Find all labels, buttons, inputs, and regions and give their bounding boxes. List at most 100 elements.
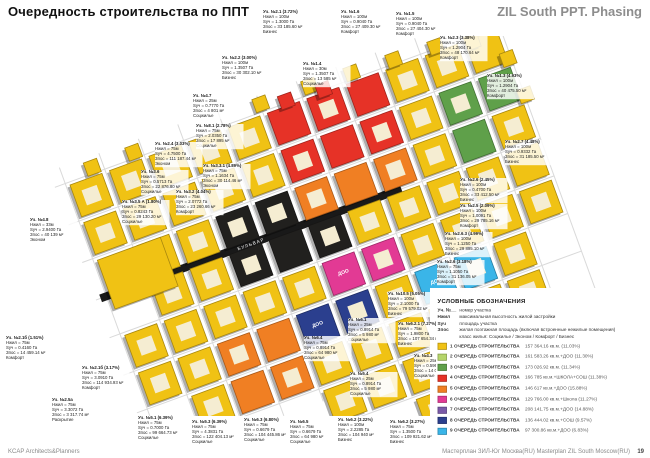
courtyard — [215, 306, 236, 327]
courtyard — [530, 191, 552, 213]
courtyard — [371, 121, 392, 143]
legend-meta-key: Нжил — [437, 315, 451, 320]
page-title: Очередность строительства по ППТ — [8, 4, 250, 19]
block-label: ДОО — [430, 277, 443, 287]
page-title-en: ZIL South PPT. Phasing — [497, 4, 642, 19]
courtyard — [294, 277, 315, 299]
legend-phase-row: 6 ОЧЕРЕДЬ СТРОИТЕЛЬСТВА 129 766.00 кв.м.+… — [437, 395, 647, 403]
phase-color-swatch — [437, 427, 447, 435]
street-line — [177, 124, 285, 416]
phase-label: 7 ОЧЕРЕДЬ СТРОИТЕЛЬСТВА — [450, 407, 520, 413]
building-block — [276, 91, 296, 111]
courtyard — [121, 170, 142, 191]
legend-meta-text: класс жилья: Соцжилье / Эконом / Комфорт… — [459, 334, 575, 340]
courtyard — [253, 165, 274, 186]
courtyard — [203, 396, 224, 416]
building-block — [384, 50, 404, 70]
building-block — [230, 369, 276, 415]
legend-phase-row: 7 ОЧЕРЕДЬ СТРОИТЕЛЬСТВА 208 141.75 кв.м.+… — [437, 406, 647, 414]
page-number: 19 — [637, 449, 644, 455]
courtyard — [241, 254, 262, 276]
phase-label: 9 ОЧЕРЕДЬ СТРОИТЕЛЬСТВА — [450, 428, 520, 434]
courtyard — [292, 150, 314, 172]
legend-meta-key: Sуч — [437, 321, 447, 327]
courtyard — [95, 222, 116, 243]
phase-color-swatch — [437, 364, 447, 372]
building-block — [82, 157, 102, 177]
phase-label: 4 ОЧЕРЕДЬ СТРОИТЕЛЬСТВА — [450, 375, 520, 381]
courtyard — [282, 367, 303, 388]
legend-meta-row: Нжил максимальная высотность жилой застро… — [438, 315, 647, 320]
legend-meta-text: площадь участка — [459, 321, 497, 327]
phase-color-swatch — [437, 353, 447, 361]
legend-meta-row: класс жилья: Соцжилье / Эконом / Комфорт… — [438, 335, 647, 340]
phase-label: 6 ОЧЕРЕДЬ СТРОИТЕЛЬСТВА — [450, 397, 520, 402]
legend-phase-row: 3 ОЧЕРЕДЬ СТРОИТЕЛЬСТВА 173 026.92 кв.м. … — [437, 364, 647, 372]
phase-label: 8 ОЧЕРЕДЬ СТРОИТЕЛЬСТВА — [450, 418, 520, 423]
phase-area-value: 97 300.86 кв.м.+ДОО (6.83%) — [525, 428, 589, 434]
phase-color-swatch — [437, 417, 447, 425]
building-block — [452, 118, 497, 164]
courtyard — [438, 182, 459, 204]
legend-phase-row: 2 ОЧЕРЕДЬ СТРОИТЕЛЬСТВА 161 583.26 кв.м.+… — [437, 353, 647, 361]
courtyard — [149, 372, 171, 394]
building-block — [345, 72, 391, 117]
phase-label: 1 ОЧЕРЕДЬ СТРОИТЕЛЬСТВА — [450, 344, 520, 349]
building-block — [333, 161, 379, 207]
courtyard — [347, 301, 368, 322]
phase-color-swatch — [437, 374, 447, 382]
phase-color-swatch — [437, 395, 447, 403]
phase-label: 2 ОЧЕРЕДЬ СТРОИТЕЛЬСТВА — [450, 354, 520, 360]
courtyard — [450, 93, 471, 114]
legend-meta-key: Зпос — [437, 328, 449, 333]
courtyard — [239, 127, 260, 148]
courtyard — [175, 320, 197, 342]
street-line — [82, 100, 527, 263]
phase-area-value: 208 141.75 кв.м.+ДОО (14.88%) — [525, 407, 594, 413]
building-block — [256, 317, 301, 363]
courtyard — [373, 249, 394, 270]
phase-label: 5 ОЧЕРЕДЬ СТРОИТЕЛЬСТВА — [450, 386, 520, 392]
legend-meta-key: Уч. №__ — [437, 308, 457, 314]
footer-right: Мастерплан ЗИЛ-Юг Москва(RU) Masterplan … — [442, 449, 630, 455]
courtyard — [201, 268, 222, 290]
phase-color-swatch — [437, 342, 447, 350]
block-label: ДОО — [337, 268, 350, 278]
phase-label: 3 ОЧЕРЕДЬ СТРОИТЕЛЬСТВА — [450, 365, 520, 370]
legend-meta-text: жилая поэтажная площадь (включая встроен… — [459, 328, 616, 333]
phase-area-value: 129 766.00 кв.м.+Школа (11.27%) — [525, 397, 598, 402]
legend-meta-text: максимальная высотность жилой застройки — [459, 315, 556, 320]
phase-area-value: 161 583.26 кв.м.+ДОО (11.30%) — [525, 354, 594, 360]
block-label: ДОО — [311, 320, 324, 330]
footer-left: KCAP Architects&Planners — [8, 449, 80, 455]
legend-meta-row: Уч. №__номер участка — [438, 308, 647, 313]
street-line — [58, 167, 166, 416]
courtyard — [227, 217, 248, 238]
legend-meta-row: Зпос жилая поэтажная площадь (включая вст… — [438, 328, 647, 333]
courtyard — [359, 211, 380, 232]
courtyard — [503, 116, 525, 137]
courtyard — [266, 202, 288, 224]
legend-meta-row: Sуч площадь участка — [438, 322, 647, 327]
courtyard — [398, 197, 420, 218]
courtyard — [505, 243, 526, 265]
phase-color-swatch — [437, 385, 447, 393]
courtyard — [424, 145, 446, 166]
building-block — [321, 251, 367, 297]
building-block — [498, 48, 518, 69]
street-line — [453, 36, 561, 316]
courtyard — [306, 188, 327, 209]
courtyard — [318, 98, 339, 120]
legend-meta-text: номер участка — [459, 308, 491, 314]
courtyard — [319, 225, 341, 247]
courtyard — [136, 335, 157, 356]
courtyard — [81, 184, 102, 206]
phase-area-value: 173 026.92 кв.м. (11.34%) — [525, 365, 581, 370]
